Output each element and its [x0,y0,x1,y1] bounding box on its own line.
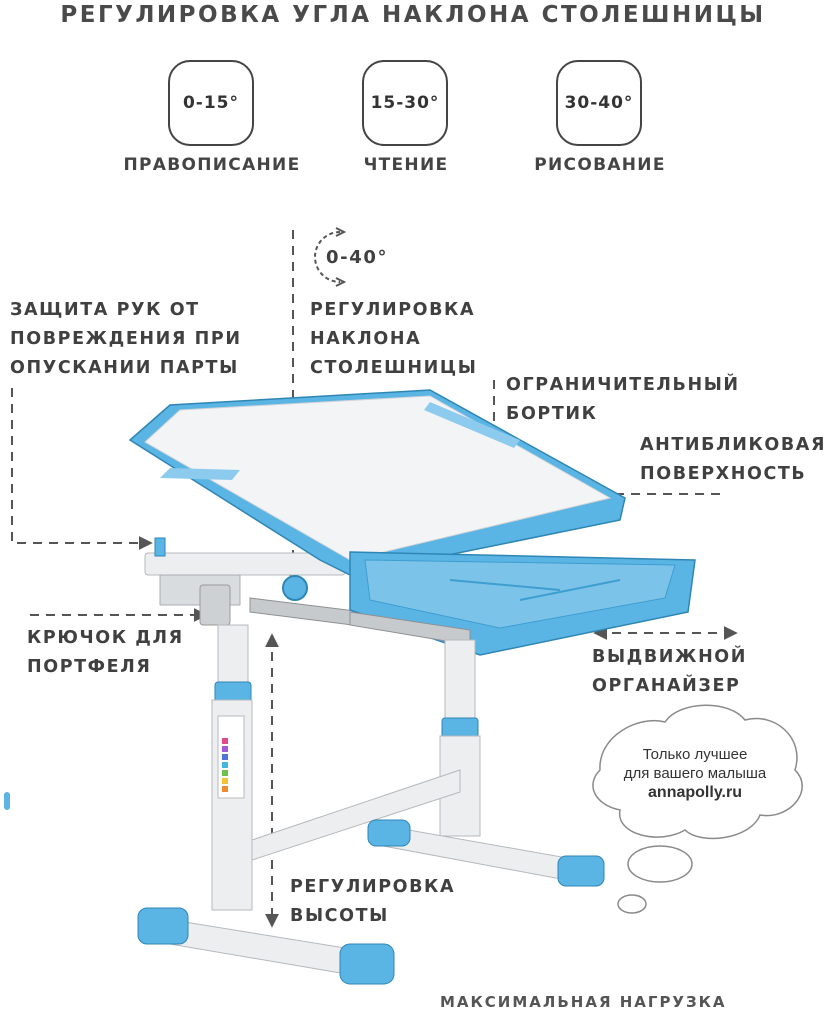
callout-line: ПОВЕРХНОСТЬ [640,464,807,484]
callout-line: ВЫСОТЫ [290,906,389,926]
cloud-line: для вашего малыша [623,765,767,782]
bottom-cut-text: МАКСИМАЛЬНАЯ НАГРУЗКА [440,993,727,1010]
callout-anti-glare: АНТИБЛИКОВАЯ ПОВЕРХНОСТЬ [640,431,826,489]
callout-line: ОПУСКАНИИ ПАРТЫ [10,358,239,378]
callout-line: ЗАЩИТА РУК ОТ [10,300,200,320]
angle-range: 0-15° [182,93,240,113]
callout-line: БОРТИК [506,404,598,424]
callout-organizer: ВЫДВИЖНОЙ ОРГАНАЙЗЕР [592,643,747,701]
page-title: РЕГУЛИРОВКА УГЛА НАКЛОНА СТОЛЕШНИЦЫ [60,2,766,28]
angle-range: 30-40° [564,93,634,113]
callout-line: РЕГУЛИРОВКА [290,877,456,897]
callout-bag-hook: КРЮЧОК ДЛЯ ПОРТФЕЛЯ [27,624,184,682]
angle-badge-reading: 15-30° [362,60,448,146]
callout-line: ОГРАНИЧИТЕЛЬНЫЙ [506,375,740,395]
callout-limiter: ОГРАНИЧИТЕЛЬНЫЙ БОРТИК [506,371,740,429]
thought-cloud [592,704,803,914]
site-name: annapolly.ru [648,784,742,801]
cloud-line: Только лучшее [642,746,748,763]
angle-badge-writing: 0-15° [168,60,254,146]
callout-line: ПОВРЕЖДЕНИЯ ПРИ [10,329,242,349]
cloud-site-link[interactable]: annapolly.ru [600,783,790,802]
callout-line: КРЮЧОК ДЛЯ [27,628,184,648]
angle-range: 15-30° [370,93,440,113]
callout-hand-protection: ЗАЩИТА РУК ОТ ПОВРЕЖДЕНИЯ ПРИ ОПУСКАНИИ … [10,296,242,383]
angle-label-reading: ЧТЕНИЕ [363,155,449,175]
angle-badge-drawing: 30-40° [556,60,642,146]
rotate-icon [314,231,341,283]
angle-label-writing: ПРАВОПИСАНИЕ [123,155,301,175]
tilt-range: 0-40° [326,247,389,268]
angle-label-drawing: РИСОВАНИЕ [534,155,666,175]
desk-frame [4,389,696,985]
callout-line: ПОРТФЕЛЯ [27,657,152,677]
cloud-text: Только лучшее для вашего малыша annapoll… [600,745,790,802]
callout-line: РЕГУЛИРОВКА [310,300,476,320]
callout-line: ВЫДВИЖНОЙ [592,647,748,667]
callout-line: ОРГАНАЙЗЕР [592,676,741,696]
callout-height-adjustment: РЕГУЛИРОВКА ВЫСОТЫ [290,873,455,931]
callout-line: СТОЛЕШНИЦЫ [310,358,478,378]
callout-line: НАКЛОНА [310,329,422,349]
callout-tilt-adjustment: РЕГУЛИРОВКА НАКЛОНА СТОЛЕШНИЦЫ [310,296,477,383]
callout-line: АНТИБЛИКОВАЯ [640,435,826,455]
